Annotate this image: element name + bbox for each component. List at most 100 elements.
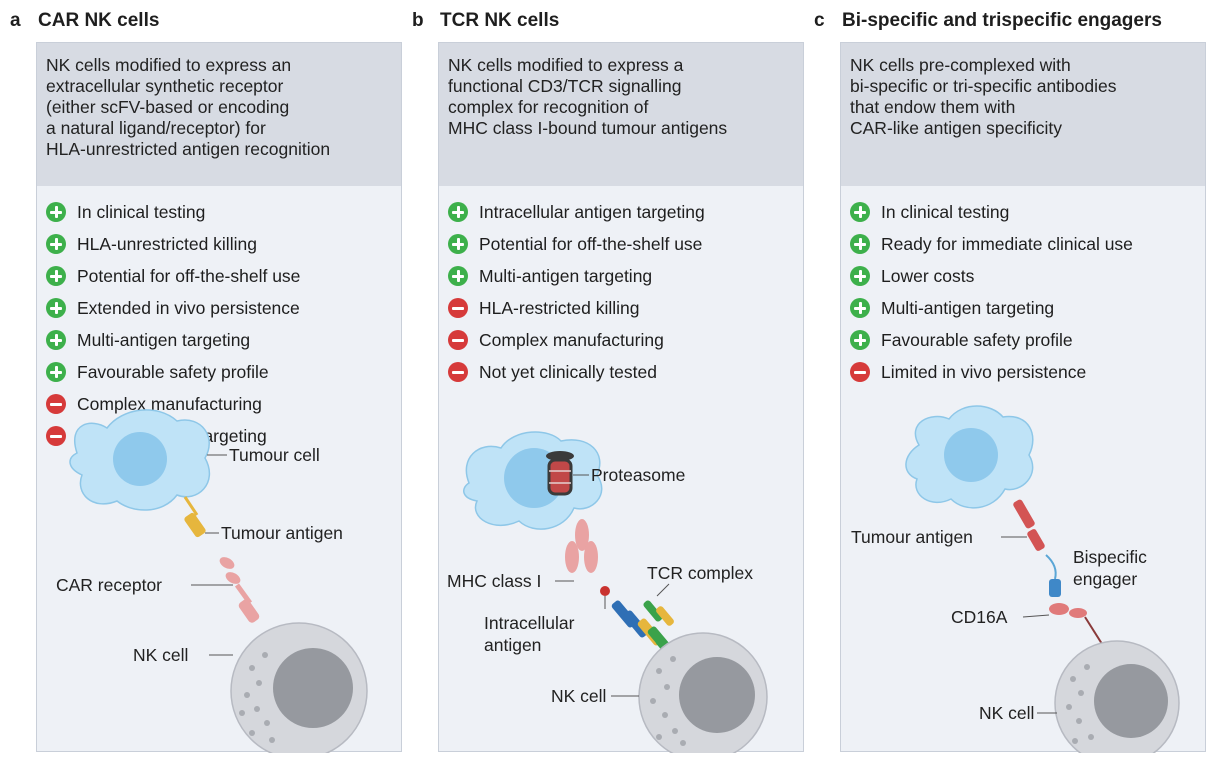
tumour-antigen-shape: [184, 512, 206, 538]
label-intracellular: Intracellular: [484, 613, 575, 633]
item-text: Complex manufacturing: [479, 329, 664, 350]
minus-icon: [448, 362, 468, 382]
tumour-antigen-shape: [1013, 499, 1035, 529]
panel-title: CAR NK cells: [38, 10, 160, 31]
intracellular-antigen-shape: [600, 586, 610, 596]
proteasome-cap: [546, 451, 574, 461]
description-line: NK cells modified to express a: [448, 55, 684, 75]
con-item: Limited in vivo persistence: [850, 356, 1205, 388]
minus-icon: [46, 394, 66, 414]
engager-illustration: Tumour antigen Bispecific engager CD16A …: [851, 405, 1180, 753]
panel-letter: c: [814, 10, 825, 31]
bispecific-engager-shape: [1049, 579, 1061, 597]
minus-icon: [46, 426, 66, 446]
label-nk-cell: NK cell: [551, 686, 606, 706]
label-engager: engager: [1073, 569, 1137, 589]
plus-icon: [46, 202, 66, 222]
label-tcr-complex: TCR complex: [647, 563, 753, 583]
pro-item: Favourable safety profile: [850, 324, 1205, 356]
description-box: NK cells pre-complexed with bi-specific …: [841, 43, 1205, 186]
item-text: HLA-unrestricted killing: [77, 233, 257, 254]
plus-icon: [448, 266, 468, 286]
car-nk-illustration: Tumour cell Tumour antigen CAR receptor …: [56, 409, 368, 753]
description-line: MHC class I-bound tumour antigens: [448, 118, 728, 138]
label-antigen: antigen: [484, 635, 541, 655]
plus-icon: [448, 202, 468, 222]
pro-item: In clinical testing: [46, 196, 401, 228]
plus-icon: [850, 202, 870, 222]
description-line: NK cells pre-complexed with: [850, 55, 1071, 75]
granules: [650, 656, 686, 746]
plus-icon: [46, 362, 66, 382]
item-text: Intracellular antigen targeting: [479, 201, 705, 222]
con-item: Complex manufacturing: [46, 388, 401, 420]
label-mhc-class-i: MHC class I: [447, 571, 541, 591]
label-proteasome: Proteasome: [591, 465, 685, 485]
feature-list: In clinical testing HLA-unrestricted kil…: [46, 196, 401, 452]
pro-item: Favourable safety profile: [46, 356, 401, 388]
description-box: NK cells modified to express an extracel…: [37, 43, 401, 186]
nk-nucleus: [273, 648, 353, 728]
pro-item: Potential for off-the-shelf use: [448, 228, 803, 260]
label-car-receptor: CAR receptor: [56, 575, 162, 595]
pro-item: Potential for off-the-shelf use: [46, 260, 401, 292]
plus-icon: [46, 234, 66, 254]
panel-letter: a: [10, 10, 21, 31]
proteasome-shape: [547, 458, 573, 496]
con-item: Complex manufacturing: [448, 324, 803, 356]
item-text: Lower costs: [881, 265, 975, 286]
tumour-nucleus: [944, 428, 998, 482]
label-nk-cell: NK cell: [133, 645, 188, 665]
tumour-antigen-shape: [1027, 529, 1045, 551]
pro-item: Intracellular antigen targeting: [448, 196, 803, 228]
granules: [239, 652, 275, 743]
mhc-domain: [565, 541, 579, 573]
car-head: [225, 572, 241, 584]
description-line: CAR-like antigen specificity: [850, 118, 1063, 138]
item-text: Multi-antigen targeting: [77, 329, 251, 350]
leader-line: [1022, 614, 1050, 618]
description-line: that endow them with: [850, 97, 1016, 117]
pro-item: Multi-antigen targeting: [46, 324, 401, 356]
panel-heading: b TCR NK cells: [412, 10, 559, 32]
label-cd16a: CD16A: [951, 607, 1008, 627]
feature-list: Intracellular antigen targeting Potentia…: [448, 196, 803, 388]
plus-icon: [448, 234, 468, 254]
pro-item: Extended in vivo persistence: [46, 292, 401, 324]
label-tumour-antigen: Tumour antigen: [851, 527, 973, 547]
item-text: Ready for immediate clinical use: [881, 233, 1133, 254]
pro-item: HLA-unrestricted killing: [46, 228, 401, 260]
item-text: Potential for off-the-shelf use: [77, 265, 301, 286]
description-line: extracellular synthetic receptor: [46, 76, 284, 96]
item-text: Not yet clinically tested: [479, 361, 657, 382]
panel-box: NK cells modified to express a functiona…: [438, 42, 804, 753]
mhc-domain: [575, 519, 589, 551]
plus-icon: [46, 266, 66, 286]
description-line: bi-specific or tri-specific antibodies: [850, 76, 1117, 96]
description-line: a natural ligand/receptor) for: [46, 118, 266, 138]
label-nk-cell: NK cell: [979, 703, 1034, 723]
item-text: Favourable safety profile: [881, 329, 1073, 350]
nk-nucleus: [679, 657, 755, 733]
tcr-nk-illustration: Proteasome MHC class I Intracellular ant…: [447, 431, 768, 753]
nk-nucleus: [1094, 664, 1168, 738]
plus-icon: [850, 298, 870, 318]
panel-box: NK cells pre-complexed with bi-specific …: [840, 42, 1206, 753]
car-head: [219, 557, 235, 569]
panel-letter: b: [412, 10, 424, 31]
cd16a-shape: [1069, 608, 1087, 618]
item-text: Limited in vivo persistence: [881, 361, 1087, 382]
description-line: functional CD3/TCR signalling: [448, 76, 682, 96]
item-text: Favourable safety profile: [77, 361, 269, 382]
pro-item: Ready for immediate clinical use: [850, 228, 1205, 260]
feature-list: In clinical testing Ready for immediate …: [850, 196, 1205, 388]
panel-title: TCR NK cells: [440, 10, 560, 31]
label-tumour-cell: Tumour cell: [229, 445, 320, 465]
engager-linker: [1045, 554, 1057, 580]
item-text: Complex manufacturing: [77, 393, 262, 414]
item-text: In clinical testing: [881, 201, 1010, 222]
tumour-nucleus: [113, 432, 167, 486]
description-line: (either scFV-based or encoding: [46, 97, 290, 117]
